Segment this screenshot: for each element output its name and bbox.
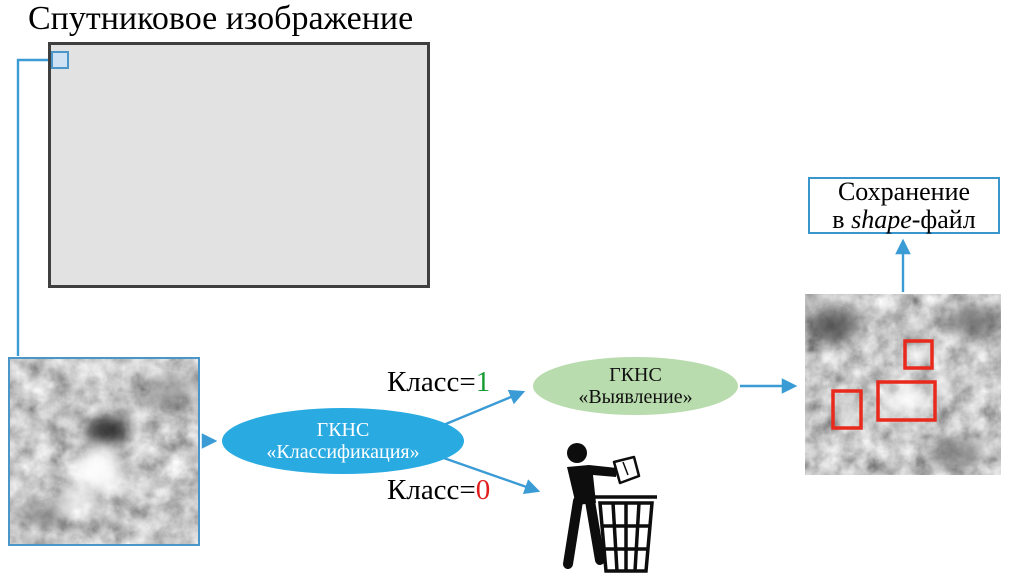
result-tile-texture bbox=[805, 294, 1001, 475]
classification-line2: «Классификация» bbox=[266, 441, 420, 463]
node-detection: ГКНС «Выявление» bbox=[533, 357, 738, 415]
diagram-title: Спутниковое изображение bbox=[28, 0, 414, 37]
class-negative-value: 0 bbox=[475, 474, 491, 506]
save-line2-shape: shape bbox=[851, 204, 912, 234]
save-line2-suffix: -файл bbox=[911, 204, 976, 234]
tile-marker bbox=[51, 51, 69, 69]
bounding-box-1 bbox=[903, 339, 934, 370]
input-tile-image bbox=[8, 357, 200, 546]
save-line2: в shape-файл bbox=[832, 204, 976, 234]
satellite-image-frame bbox=[48, 42, 430, 288]
class-negative-prefix: Класс= bbox=[387, 474, 476, 506]
label-class-positive: Класс=1 bbox=[387, 366, 490, 399]
save-shapefile-box: Сохранение в shape-файл bbox=[808, 177, 1000, 234]
bounding-box-3 bbox=[831, 389, 863, 430]
grayscale-tile-texture bbox=[10, 359, 198, 544]
litter-disposal-icon bbox=[543, 440, 668, 583]
save-line1: Сохранение bbox=[837, 177, 971, 207]
class-positive-prefix: Класс= bbox=[387, 366, 476, 398]
label-class-negative: Класс=0 bbox=[387, 474, 490, 507]
detection-line2: «Выявление» bbox=[578, 386, 693, 408]
node-classification: ГКНС «Классификация» bbox=[222, 408, 464, 474]
classification-line1: ГКНС bbox=[316, 418, 370, 441]
connector-tile-extract bbox=[16, 58, 51, 356]
detection-line1: ГКНС bbox=[609, 363, 662, 386]
save-line2-prefix: в bbox=[832, 204, 852, 234]
tidyman-trash-icon bbox=[563, 443, 657, 573]
bounding-box-2 bbox=[876, 380, 937, 422]
detection-bounding-boxes bbox=[831, 339, 937, 430]
detection-result-image bbox=[805, 294, 1001, 475]
class-positive-value: 1 bbox=[475, 366, 491, 398]
